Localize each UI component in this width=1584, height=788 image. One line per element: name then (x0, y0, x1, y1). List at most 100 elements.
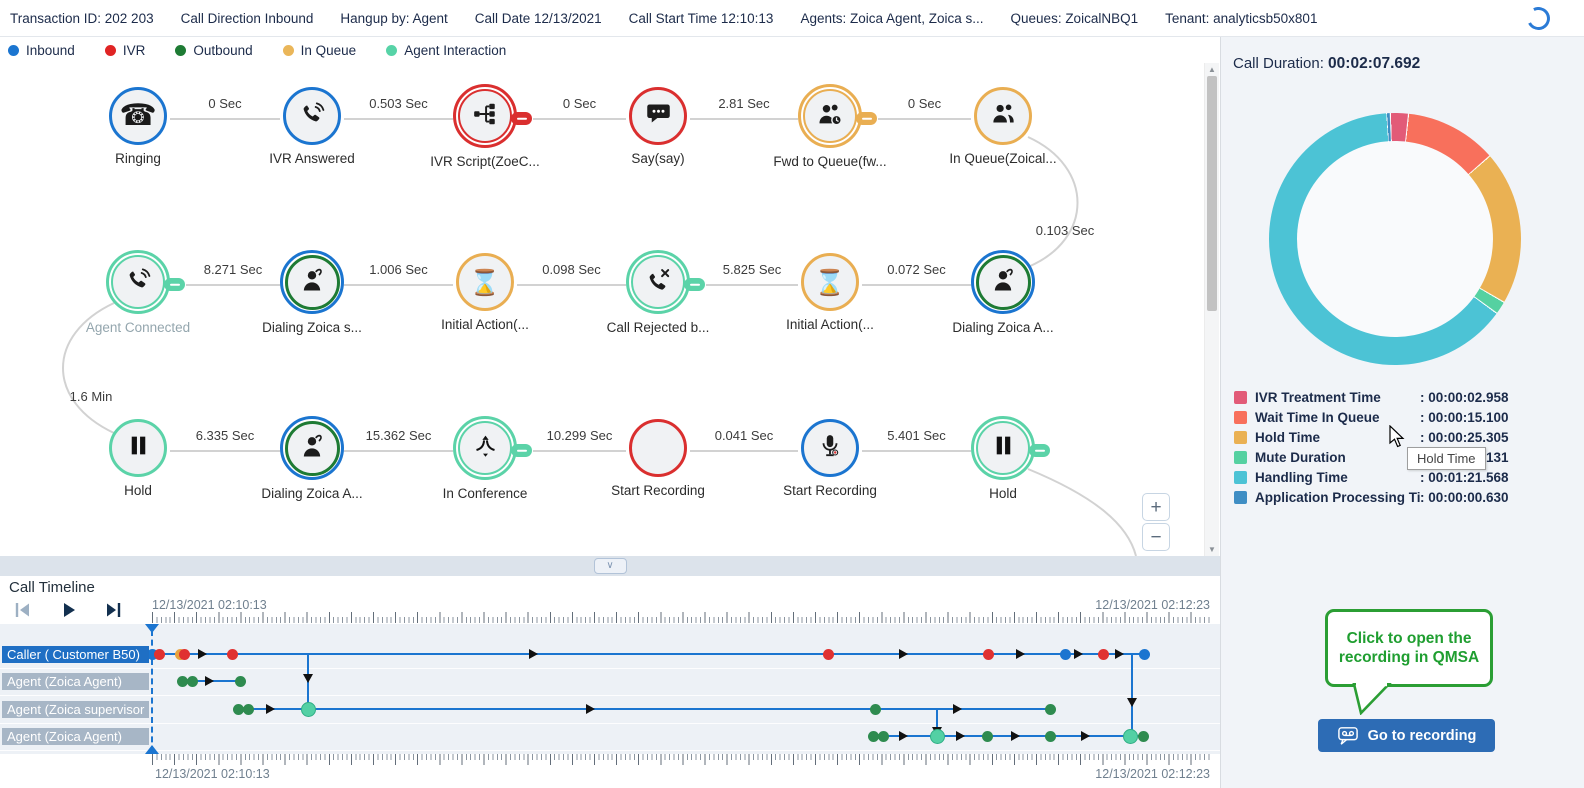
flow-node[interactable]: In Queue(Zoical... (923, 84, 1083, 166)
timeline-event-dot[interactable] (178, 648, 190, 660)
phone-x-icon (645, 266, 672, 298)
playhead-bottom-marker[interactable] (145, 745, 159, 754)
playhead-top-marker[interactable] (145, 624, 159, 633)
flow-node[interactable]: ⌛Initial Action(... (750, 250, 910, 332)
timeline-event-dot[interactable] (1044, 730, 1056, 742)
go-to-recording-button[interactable]: Go to recording (1318, 719, 1495, 752)
timeline-event-dot[interactable] (1059, 648, 1071, 660)
donut-legend-row[interactable]: Hold Time: 00:00:25.305 (1234, 427, 1574, 447)
timeline-playhead[interactable] (151, 630, 153, 752)
zoom-in-button[interactable]: + (1142, 493, 1170, 521)
scroll-down-icon[interactable]: ▼ (1208, 545, 1216, 554)
legend-label: IVR (122, 42, 146, 58)
users-clock-icon (816, 100, 844, 133)
play-button[interactable] (58, 600, 78, 625)
timeline-event-dot[interactable] (1138, 648, 1150, 660)
flow-node[interactable]: In Conference (405, 416, 565, 501)
call-info-field: Queues: ZoicalNBQ1 (1010, 10, 1139, 26)
timeline-event-line (873, 735, 1143, 737)
direction-arrow-icon (899, 731, 908, 741)
donut-legend-row[interactable]: Wait Time In Queue: 00:00:15.100 (1234, 407, 1574, 427)
timeline-event-dot[interactable] (981, 730, 993, 742)
flow-node[interactable]: Dialing Zoica A... (923, 250, 1083, 335)
node-minus-badge[interactable] (164, 278, 185, 291)
call-duration-donut-chart[interactable] (1269, 113, 1521, 365)
edge-duration-label: 5.401 Sec (887, 428, 946, 443)
flow-scrollbar[interactable]: ▲ ▼ (1204, 63, 1219, 556)
edge-duration-label: 15.362 Sec (365, 428, 432, 443)
timeline-track[interactable]: Caller ( Customer B50) Agent (Zoica Agent… (0, 624, 1220, 754)
flow-node[interactable]: Agent Connected (58, 250, 218, 335)
timeline-event-dot[interactable] (176, 675, 188, 687)
timeline-event-dot[interactable] (929, 728, 945, 744)
flow-node[interactable]: Start Recording (750, 416, 910, 498)
timeline-event-dot[interactable] (226, 648, 238, 660)
timeline-event-dot[interactable] (1122, 728, 1138, 744)
timeline-event-dot[interactable] (1097, 648, 1109, 660)
timeline-row-label[interactable]: Agent (Zoica Agent) (2, 673, 149, 690)
timeline-event-dot[interactable] (869, 703, 881, 715)
flow-node[interactable]: ⌛Initial Action(... (405, 250, 565, 332)
timeline-event-dot[interactable] (1044, 703, 1056, 715)
scroll-up-icon[interactable]: ▲ (1208, 65, 1216, 74)
legend-label: Inbound (26, 42, 75, 58)
flow-node[interactable]: Hold (58, 416, 218, 498)
timeline-ruler-top (152, 611, 1212, 623)
timeline-event-dot[interactable] (153, 648, 165, 660)
timeline-row-label[interactable]: Agent (Zoica Agent) (2, 728, 149, 745)
collapse-timeline-button[interactable]: ∨ (593, 558, 627, 574)
timeline-ruler-bottom (152, 754, 1212, 766)
donut-legend-row[interactable]: Handling Time: 00:01:21.568 (1234, 467, 1574, 487)
flow-node-label: Start Recording (783, 483, 877, 498)
node-ring (629, 419, 687, 477)
flow-node[interactable]: Call Rejected b... (578, 250, 738, 335)
scrollbar-thumb[interactable] (1207, 76, 1217, 311)
node-ring (453, 416, 517, 480)
legend-color-chip (1234, 390, 1247, 404)
flow-node[interactable]: Hold (923, 416, 1083, 501)
timeline-event-dot[interactable] (232, 703, 244, 715)
node-minus-badge[interactable] (856, 112, 877, 125)
timeline-event-dot[interactable] (867, 730, 879, 742)
timeline-event-dot[interactable] (242, 703, 254, 715)
timeline-event-dot[interactable] (822, 648, 834, 660)
flow-node[interactable]: Dialing Zoica s... (232, 250, 392, 335)
node-minus-badge[interactable] (684, 278, 705, 291)
donut-legend-row[interactable]: Application Processing Ti...: 00:00:00.6… (1234, 487, 1574, 507)
flow-node-label: In Queue(Zoical... (949, 151, 1057, 166)
skip-to-start-button[interactable] (12, 600, 33, 625)
flow-node[interactable]: Dialing Zoica A... (232, 416, 392, 501)
timeline-row-label[interactable]: Caller ( Customer B50) (2, 646, 149, 663)
flow-node[interactable]: ☎Ringing (58, 84, 218, 166)
timeline-event-dot[interactable] (186, 675, 198, 687)
timeline-row-label[interactable]: Agent (Zoica supervisor (2, 701, 149, 718)
hourglass-icon: ⌛ (469, 267, 501, 297)
skip-to-end-button[interactable] (103, 600, 124, 625)
loading-spinner-icon (1524, 3, 1553, 33)
call-info-field: Call Date 12/13/2021 (474, 10, 602, 26)
donut-legend-row[interactable]: IVR Treatment Time: 00:00:02.958 (1234, 387, 1574, 407)
timeline-event-dot[interactable] (982, 648, 994, 660)
node-minus-badge[interactable] (1029, 444, 1050, 457)
zoom-out-button[interactable]: − (1142, 523, 1170, 551)
flow-edge (344, 118, 453, 120)
timeline-event-dot[interactable] (1137, 730, 1149, 742)
call-info-field: Hangup by: Agent (340, 10, 448, 26)
node-ring (453, 84, 517, 148)
flow-node[interactable]: Say(say) (578, 84, 738, 166)
timeline-event-dot[interactable] (234, 675, 246, 687)
flow-node[interactable]: IVR Script(ZoeC... (405, 84, 565, 169)
flow-edge (533, 450, 626, 452)
donut-legend-row[interactable]: Mute Duration: 00:00:02.131 (1234, 447, 1574, 467)
timeline-event-dot[interactable] (300, 701, 316, 717)
call-info-field: Tenant: analyticsb50x801 (1165, 10, 1318, 26)
timeline-event-dot[interactable] (877, 730, 889, 742)
node-minus-badge[interactable] (511, 112, 532, 125)
flow-node[interactable]: Fwd to Queue(fw... (750, 84, 910, 169)
flow-node[interactable]: IVR Answered (232, 84, 392, 166)
node-ring (283, 87, 341, 145)
flow-node[interactable]: Start Recording (578, 416, 738, 498)
node-minus-badge[interactable] (511, 444, 532, 457)
